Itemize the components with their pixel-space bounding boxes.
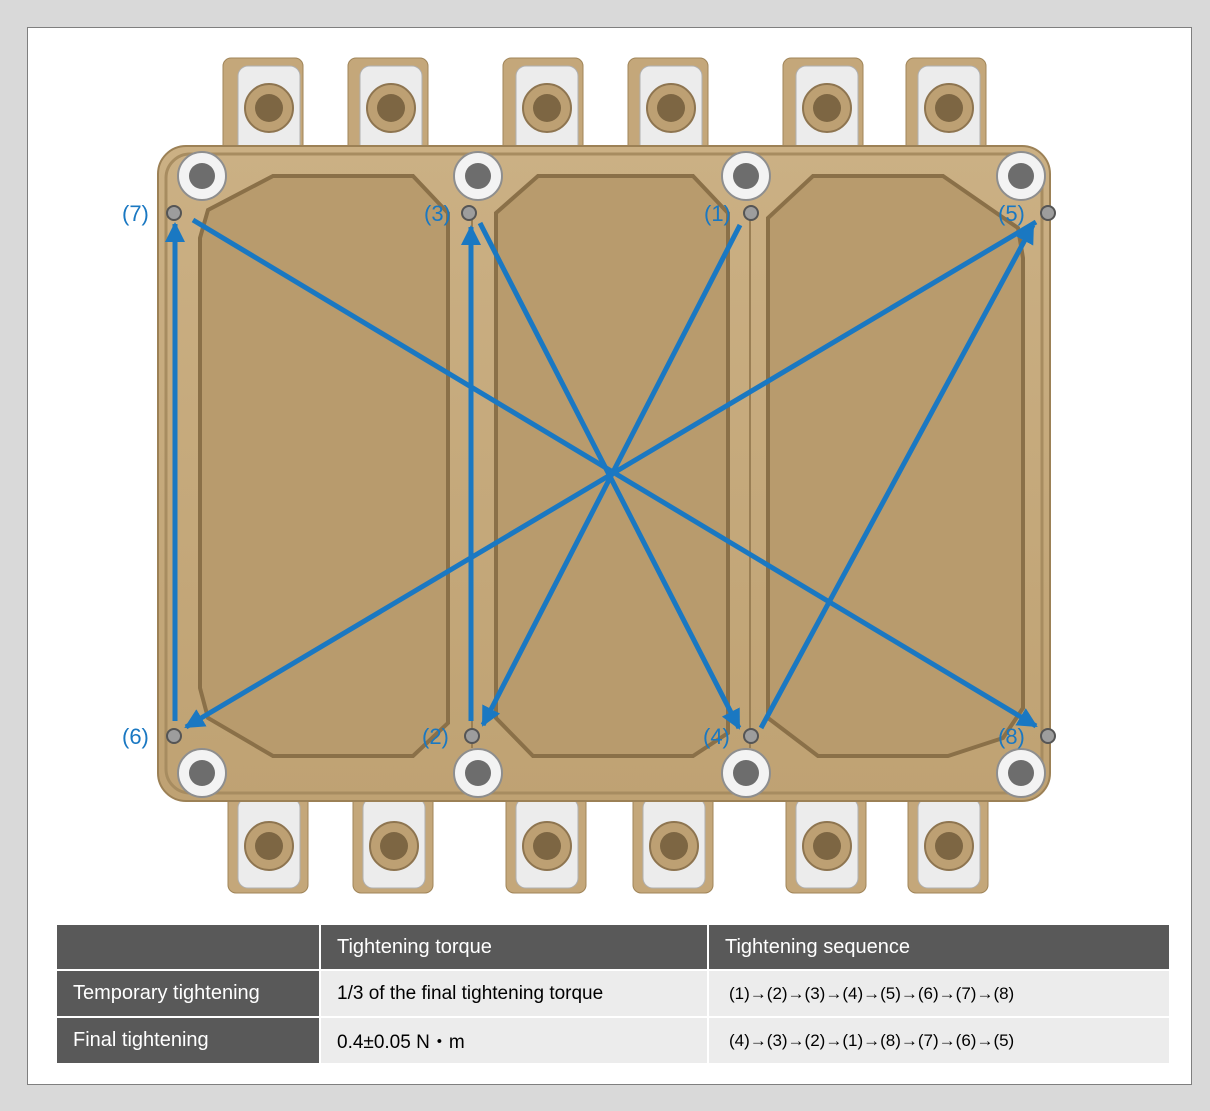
hole-top-4 [997,152,1045,200]
screw-point-4 [744,729,758,743]
table-header-blank [57,925,319,969]
screw-label-7: (7) [122,201,149,226]
hole-bottom-2 [454,749,502,797]
row-label-final: Final tightening [57,1018,319,1063]
terminal-bottom-4 [633,788,713,893]
screw-label-2: (2) [422,724,449,749]
figure-frame: (7) (3) (1) (5) (6) (2) (4) (8) Tighteni… [27,27,1192,1085]
screw-label-8: (8) [998,724,1025,749]
panel-middle [496,176,728,756]
torque-temporary: 1/3 of the final tightening torque [321,971,707,1016]
terminal-bottom-3 [506,788,586,893]
screw-point-5 [1041,206,1055,220]
sequence-final: (4)→(3)→(2)→(1)→(8)→(7)→(6)→(5) [709,1018,1169,1063]
panel-right [768,176,1023,756]
terminal-bottom-6 [908,788,988,893]
screw-point-2 [465,729,479,743]
hole-bottom-4 [997,749,1045,797]
hole-bottom-1 [178,749,226,797]
terminal-bottom-5 [786,788,866,893]
screw-label-4: (4) [703,724,730,749]
screw-point-7 [167,206,181,220]
module-panels [200,176,1023,756]
row-label-temporary: Temporary tightening [57,971,319,1016]
hole-top-1 [178,152,226,200]
screw-point-1 [744,206,758,220]
hole-top-3 [722,152,770,200]
terminal-bottom-1 [228,788,308,893]
table-header-row: Tightening torque Tightening sequence [57,925,1169,969]
screw-point-6 [167,729,181,743]
screw-label-3: (3) [424,201,451,226]
table-row-final: Final tightening 0.4±0.05 N・m (4)→(3)→(2… [57,1018,1169,1063]
hole-top-2 [454,152,502,200]
table-header-torque: Tightening torque [321,925,707,969]
screw-point-8 [1041,729,1055,743]
bottom-terminals [228,788,988,893]
tightening-table: Tightening torque Tightening sequence Te… [55,923,1171,1065]
table-row-temporary: Temporary tightening 1/3 of the final ti… [57,971,1169,1016]
terminal-bottom-2 [353,788,433,893]
hole-bottom-3 [722,749,770,797]
panel-left [200,176,448,756]
screw-point-3 [462,206,476,220]
torque-final: 0.4±0.05 N・m [321,1018,707,1063]
module-diagram: (7) (3) (1) (5) (6) (2) (4) (8) [28,28,1193,898]
screw-label-6: (6) [122,724,149,749]
table-header-sequence: Tightening sequence [709,925,1169,969]
screw-label-1: (1) [704,201,731,226]
sequence-temporary: (1)→(2)→(3)→(4)→(5)→(6)→(7)→(8) [709,971,1169,1016]
screw-label-5: (5) [998,201,1025,226]
